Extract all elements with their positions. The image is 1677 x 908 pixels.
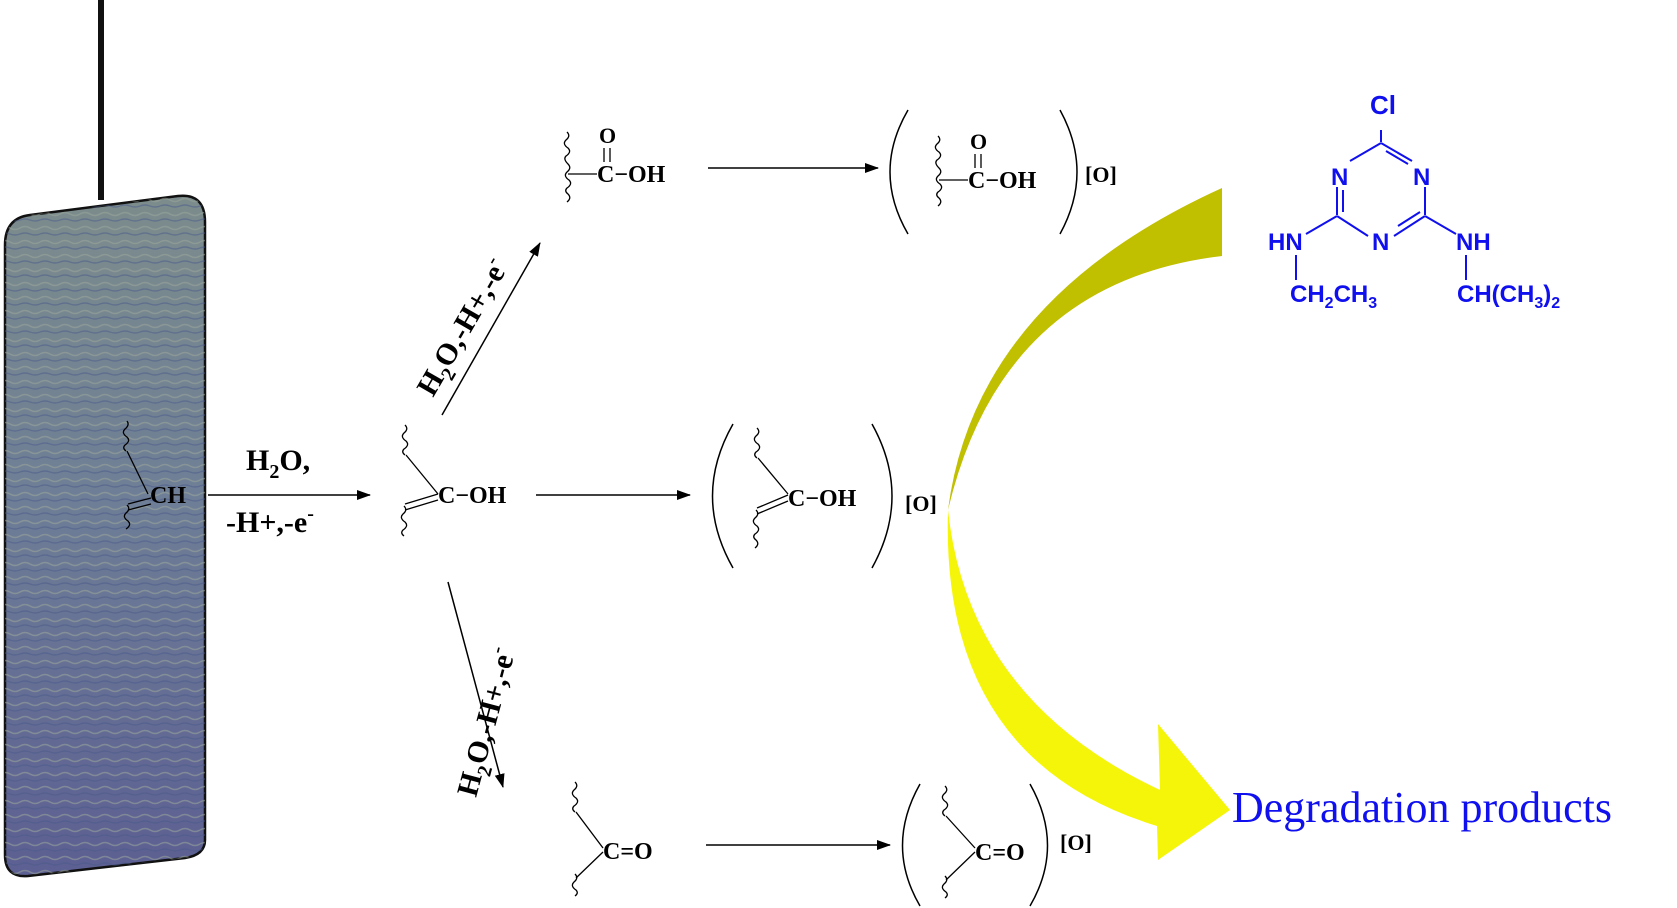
bracket-right: [871, 423, 893, 569]
ethyl-group: CH2CH3: [1290, 281, 1377, 312]
degradation-products-label: Degradation products: [1232, 783, 1612, 832]
isopropyl-group: CH(CH3)2: [1457, 281, 1560, 312]
oxidized-ketone-label: C=O: [975, 840, 1025, 866]
arrow-upper: [441, 242, 541, 416]
oxidation-label-lower: [O]: [1060, 830, 1092, 855]
oxidized-enol-label: C−OH: [788, 486, 857, 512]
svg-text:O: O: [599, 123, 616, 148]
oxidized-acid-label: C−OH: [968, 168, 1037, 194]
oxidation-label-upper: [O]: [1085, 162, 1117, 187]
electrode-group-label: CH: [150, 483, 186, 509]
svg-text:H2O,: H2O,: [246, 444, 310, 483]
lower-ketone-label: C=O: [603, 839, 653, 865]
oxidation-label-center: [O]: [905, 491, 937, 516]
bracket-left: [901, 783, 921, 907]
oxidized-ketone: C=O [O]: [901, 783, 1092, 907]
bracket-left: [889, 109, 909, 235]
intermediate-enol: C−OH: [400, 424, 507, 537]
curved-arrow: [947, 188, 1230, 860]
atrazine-molecule: Cl N N N HN NH CH2CH3 CH(CH3)2: [1268, 90, 1560, 312]
lower-reagent-label: H2O,-H+,-e-: [448, 644, 528, 802]
upper-acid: O C−OH: [563, 123, 666, 203]
amine-right: NH: [1456, 229, 1491, 256]
atom-n: N: [1413, 164, 1430, 191]
lower-ketone: C=O: [571, 781, 653, 897]
upper-reagent-label: H2O,-H+,-e-: [408, 252, 520, 405]
atom-n: N: [1331, 164, 1348, 191]
svg-text:O: O: [970, 129, 987, 154]
bracket-right: [1059, 109, 1078, 235]
bracket-left: [711, 423, 734, 569]
oxidized-acid: O C−OH [O]: [889, 109, 1117, 235]
bracket-right: [1029, 783, 1049, 907]
atom-n: N: [1372, 229, 1389, 256]
oxidized-enol: C−OH [O]: [711, 423, 937, 569]
curved-arrow-lower: [947, 510, 1230, 860]
arrow-lower: [447, 581, 505, 788]
center-reagent: H2O, -H+,-e-: [226, 444, 314, 539]
upper-acid-label: C−OH: [597, 162, 666, 188]
curved-arrow-upper: [948, 188, 1222, 510]
atom-cl: Cl: [1370, 90, 1396, 120]
electrode: CH: [3, 0, 207, 878]
intermediate-label: C−OH: [438, 483, 507, 509]
svg-text:-H+,-e-: -H+,-e-: [226, 503, 314, 539]
amine-left: HN: [1268, 229, 1303, 256]
wavy-bond: [122, 420, 130, 452]
